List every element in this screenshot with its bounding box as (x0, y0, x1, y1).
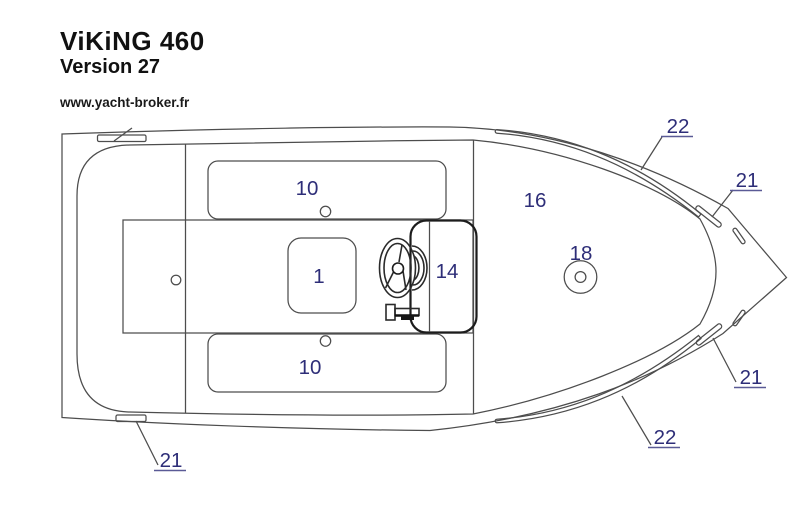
part-label-10: 10 (296, 177, 319, 200)
leader-line (621, 395, 652, 446)
part-label-14: 14 (436, 260, 459, 283)
helm-seat (287, 237, 357, 314)
part-label-1: 1 (313, 265, 324, 288)
steering-column-arcs (411, 245, 428, 291)
leader-line (135, 420, 159, 466)
leader-line (640, 136, 663, 171)
deck-fitting-circle-bottom (319, 335, 332, 347)
leader-line (711, 189, 734, 218)
rub-rail-bottom (494, 334, 702, 424)
cockpit-floor-rect (122, 219, 474, 334)
cleat-tick (113, 127, 133, 142)
page-title: ViKiNG 460 (60, 26, 205, 56)
cleat-stern-top (96, 127, 147, 143)
bow-strip-bottom (732, 309, 746, 327)
part-label-21: 21 (740, 366, 763, 389)
hull-outline (61, 126, 788, 432)
gunwale-inner-line (76, 139, 717, 416)
deck-fitting-circle-aft (170, 274, 182, 286)
side-bench-bottom (207, 333, 447, 393)
callout-layer: 10 10 1 14 16 18 22 21 21 22 21 (135, 115, 766, 472)
cleat-stern-bottom (115, 414, 147, 423)
cleat-bow-top (695, 205, 722, 228)
part-label-22: 22 (667, 115, 690, 138)
page-subtitle: Version 27 (60, 56, 161, 78)
bow-hatch-circle (563, 260, 598, 294)
part-label-10: 10 (299, 356, 322, 379)
part-label-21: 21 (736, 169, 759, 192)
website-link[interactable]: www.yacht-broker.fr (60, 95, 190, 110)
part-label-16: 16 (524, 189, 547, 212)
cleat-bow-bottom (695, 323, 723, 346)
part-label-22: 22 (654, 426, 677, 449)
part-label-18: 18 (570, 242, 593, 265)
bow-strip-top (732, 227, 746, 245)
deck-fitting-circle-top (319, 205, 332, 218)
part-label-21: 21 (160, 449, 183, 472)
leader-line (712, 337, 737, 383)
side-bench-top (207, 160, 447, 220)
steering-wheel-icon (378, 237, 417, 299)
throttle-lever-icon (385, 303, 420, 321)
rub-rail-top (494, 128, 702, 218)
